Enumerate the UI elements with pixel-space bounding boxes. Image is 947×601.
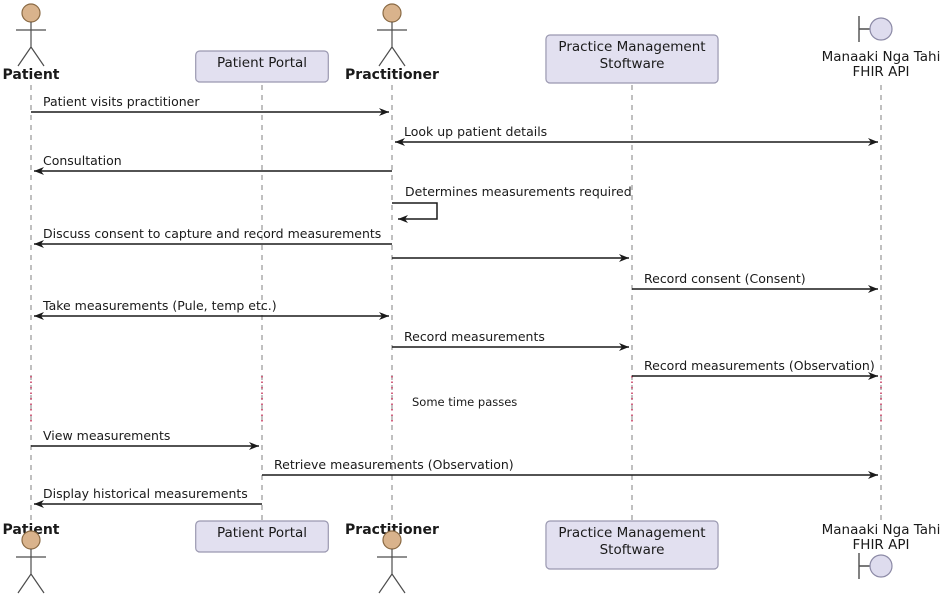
message-7[interactable]: Record consent (Consent) xyxy=(632,271,878,293)
delay-note-label: Some time passes xyxy=(412,395,517,409)
delay-region: Some time passes xyxy=(30,376,882,423)
participant-patient-bottom[interactable]: Patient xyxy=(3,522,60,594)
participant-label-patient: Patient xyxy=(3,67,60,83)
message-label-8: Take measurements (Pule, temp etc.) xyxy=(42,298,277,313)
participant-patient-top[interactable]: Patient xyxy=(3,3,60,83)
participant-label-patient: Patient xyxy=(3,522,60,538)
message-4[interactable]: Determines measurements required xyxy=(392,184,632,223)
participant-label-practitioner: Practitioner xyxy=(345,67,439,83)
message-label-4: Determines measurements required xyxy=(405,184,632,199)
message-label-10: Record measurements (Observation) xyxy=(644,358,875,373)
message-12[interactable]: Retrieve measurements (Observation) xyxy=(262,457,878,479)
message-label-1: Patient visits practitioner xyxy=(43,94,200,109)
message-11[interactable]: View measurements xyxy=(31,428,259,450)
message-5[interactable]: Discuss consent to capture and record me… xyxy=(34,226,392,248)
lifelines-layer xyxy=(30,85,882,520)
message-8[interactable]: Take measurements (Pule, temp etc.) xyxy=(34,298,389,320)
participant-label-practitioner: Practitioner xyxy=(345,522,439,538)
participant-label-pms: Stoftware xyxy=(600,56,665,72)
participant-label-fhir: Manaaki Nga Tahi xyxy=(822,522,941,538)
participant-label-fhir: FHIR API xyxy=(853,537,910,553)
message-9[interactable]: Record measurements xyxy=(392,329,629,351)
message-label-2: Look up patient details xyxy=(404,124,547,139)
participant-label-fhir: Manaaki Nga Tahi xyxy=(822,49,941,65)
participant-label-pms: Practice Management xyxy=(558,39,705,55)
participant-label-pms: Stoftware xyxy=(600,542,665,558)
participant-label-pms: Practice Management xyxy=(558,525,705,541)
message-13[interactable]: Display historical measurements xyxy=(34,486,262,508)
message-label-13: Display historical measurements xyxy=(43,486,248,501)
message-label-7: Record consent (Consent) xyxy=(644,271,806,286)
participant-portal-top[interactable]: Patient Portal xyxy=(195,50,329,83)
message-1[interactable]: Patient visits practitioner xyxy=(31,94,389,116)
message-10[interactable]: Record measurements (Observation) xyxy=(632,358,878,380)
participant-practitioner-top[interactable]: Practitioner xyxy=(345,3,439,83)
participant-portal-bottom[interactable]: Patient Portal xyxy=(195,520,329,553)
message-label-12: Retrieve measurements (Observation) xyxy=(274,457,514,472)
message-label-3: Consultation xyxy=(43,153,122,168)
participant-label-fhir: FHIR API xyxy=(853,64,910,80)
participants-footer: Patient Patient Portal Practitioner Practic… xyxy=(3,520,941,594)
message-3[interactable]: Consultation xyxy=(34,153,392,175)
message-2[interactable]: Look up patient details xyxy=(395,124,878,146)
participant-label-portal: Patient Portal xyxy=(217,55,307,71)
message-label-9: Record measurements xyxy=(404,329,545,344)
participant-practitioner-bottom[interactable]: Practitioner xyxy=(345,522,439,594)
message-label-11: View measurements xyxy=(43,428,170,443)
message-label-5: Discuss consent to capture and record me… xyxy=(43,226,381,241)
participant-label-portal: Patient Portal xyxy=(217,525,307,541)
